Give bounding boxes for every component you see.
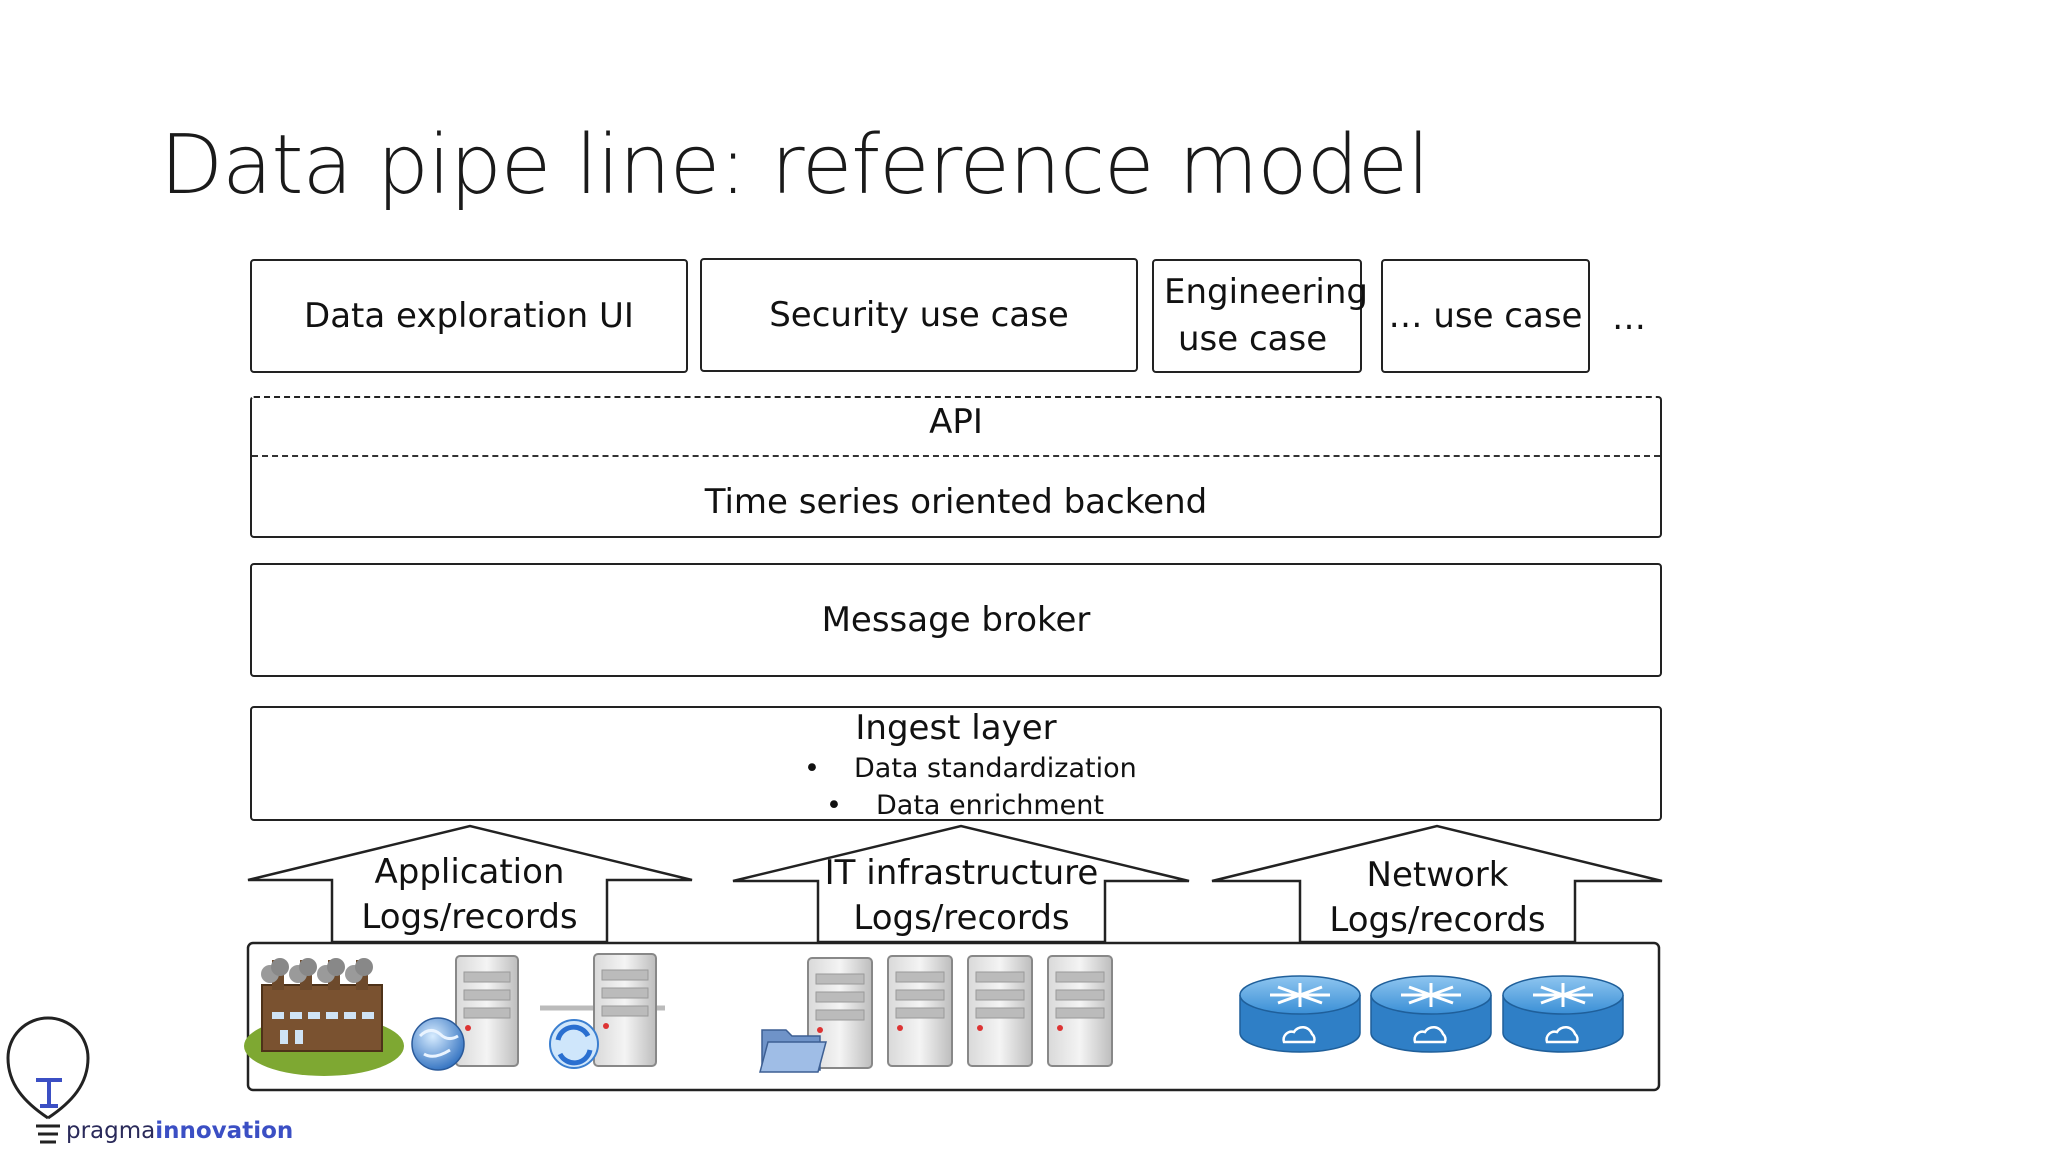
- backend-label: Time series oriented backend: [704, 482, 1208, 522]
- bullet-mark: •: [804, 753, 820, 784]
- use-case-security: Security use case: [700, 258, 1138, 372]
- server-icon: [1047, 955, 1113, 1067]
- use-case-label: … use case: [1388, 295, 1583, 336]
- use-case-generic: … use case: [1381, 259, 1590, 373]
- ingest-bullet: • Data enrichment: [826, 790, 1104, 821]
- web-server-icon: [411, 955, 519, 1071]
- logo-text-part: pragma: [66, 1118, 156, 1144]
- message-broker-layer: Message broker: [250, 563, 1662, 677]
- it-infrastructure-arrow: [732, 824, 1190, 944]
- arrow-label-line: Network: [1366, 855, 1509, 895]
- arrow-label-line: Application: [374, 852, 565, 892]
- use-case-label: Data exploration UI: [304, 295, 634, 336]
- network-arrow: [1211, 824, 1663, 944]
- sync-server-icon: [540, 953, 665, 1069]
- company-logo-text: pragmainnovation: [66, 1118, 293, 1144]
- router-icon: [1239, 975, 1361, 1053]
- api-label: API: [929, 402, 983, 442]
- use-case-data-exploration: Data exploration UI: [250, 259, 688, 373]
- logo-text-part: innovation: [155, 1118, 294, 1144]
- server-icon: [887, 955, 953, 1067]
- application-arrow-label: Application Logs/records: [332, 850, 607, 940]
- ingest-bullet: • Data standardization: [804, 753, 1137, 784]
- use-case-engineering: Engineering use case: [1152, 259, 1368, 373]
- ingest-bullet-text: Data standardization: [854, 753, 1137, 784]
- factory-icon: [244, 958, 404, 1076]
- router-icon: [1370, 975, 1492, 1053]
- use-case-label: Security use case: [769, 294, 1069, 335]
- slide-title: Data pipe line: reference model: [160, 118, 1430, 213]
- ingest-title: Ingest layer: [855, 708, 1057, 748]
- file-server-icon: [759, 957, 873, 1073]
- router-icon: [1502, 975, 1624, 1053]
- arrow-label-line: IT infrastructure: [824, 853, 1099, 893]
- arrow-label-line: Logs/records: [361, 897, 578, 937]
- more-use-cases-ellipsis: …: [1612, 298, 1646, 338]
- arrow-label-line: Logs/records: [853, 898, 1070, 938]
- application-arrow: [247, 824, 693, 944]
- bullet-mark: •: [826, 790, 842, 821]
- ingest-layer: Ingest layer • Data standardization • Data…: [250, 706, 1662, 821]
- arrow-label-line: Logs/records: [1329, 900, 1546, 940]
- network-arrow-label: Network Logs/records: [1300, 853, 1575, 943]
- api-backend-layer: API Time series oriented backend: [250, 396, 1662, 538]
- api-divider: [252, 455, 1660, 457]
- lightbulb-logo-icon: [6, 1016, 90, 1144]
- server-icon: [967, 955, 1033, 1067]
- ingest-bullet-text: Data enrichment: [876, 790, 1104, 821]
- use-case-label: Engineering: [1164, 272, 1368, 312]
- it-infrastructure-arrow-label: IT infrastructure Logs/records: [818, 851, 1105, 941]
- message-broker-label: Message broker: [821, 599, 1091, 640]
- use-case-label: use case: [1178, 319, 1328, 359]
